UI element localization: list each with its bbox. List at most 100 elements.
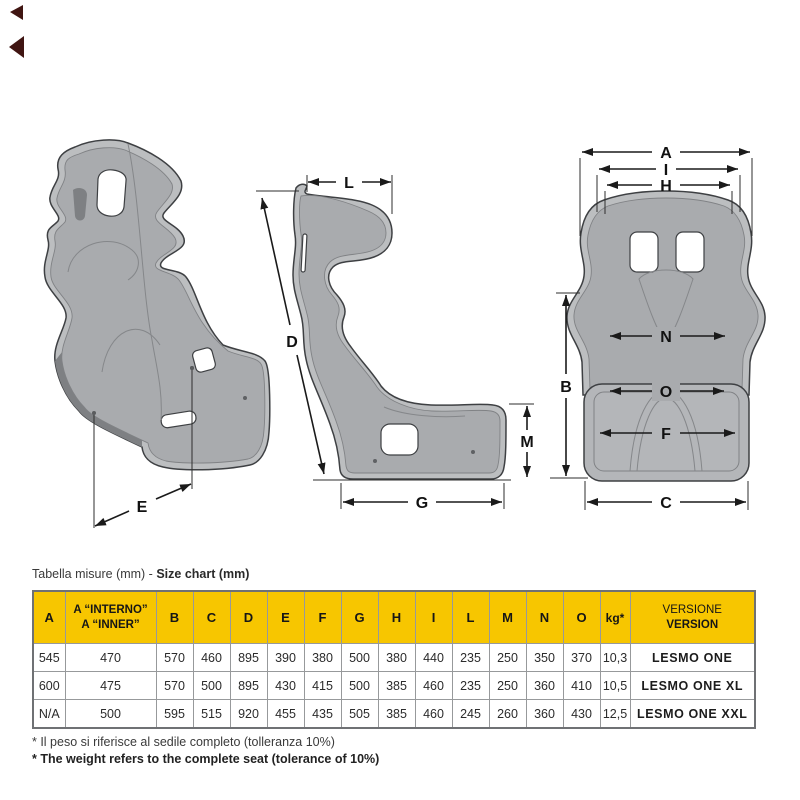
dimension-h: H <box>604 178 733 214</box>
table-cell: 410 <box>562 671 601 700</box>
dimension-label-m: M <box>520 434 533 451</box>
table-cell: 235 <box>451 643 490 672</box>
dimension-b: B <box>550 292 588 479</box>
col-header-l: L <box>451 590 490 644</box>
table-cell: 895 <box>229 643 268 672</box>
dimension-g: G <box>313 479 511 512</box>
col-header-c: C <box>192 590 231 644</box>
table-cell: 415 <box>303 671 342 700</box>
dimension-c: C <box>584 481 749 512</box>
col-header-m: M <box>488 590 527 644</box>
table-cell: 380 <box>303 643 342 672</box>
table-header: A A “INTERNO” A “INNER” B C D E F G H I … <box>32 590 756 644</box>
caption-english: Size chart (mm) <box>156 567 250 581</box>
footnote-italian: * Il peso si riferisce al sedile complet… <box>32 735 335 749</box>
dimension-label-g: G <box>416 495 428 512</box>
dimension-f: F <box>600 424 735 443</box>
table-cell: 505 <box>340 699 379 729</box>
back-arrow-icon <box>9 36 24 58</box>
dimension-label-h: H <box>660 178 672 195</box>
footnotes: * Il peso si riferisce al sedile complet… <box>32 734 379 767</box>
dimension-e: E <box>92 366 194 528</box>
size-chart-table: A A “INTERNO” A “INNER” B C D E F G H I … <box>32 590 756 729</box>
dimension-label-c: C <box>660 495 672 512</box>
table-cell: 440 <box>414 643 453 672</box>
table-cell: 370 <box>562 643 601 672</box>
col-header-o: O <box>562 590 601 644</box>
table-cell: 500 <box>192 671 231 700</box>
table-cell: 570 <box>155 671 194 700</box>
dimension-label-o: O <box>660 384 672 401</box>
dimension-n: N <box>610 327 725 346</box>
table-cell: 435 <box>303 699 342 729</box>
harness-hole-left <box>629 231 659 273</box>
caption-italian: Tabella misure (mm) - <box>32 567 157 581</box>
dimension-l: L <box>306 175 393 214</box>
seat-pan-hole <box>380 423 419 456</box>
table-row-lesmo-one-xxl: N/A 500 595 515 920 455 435 505 385 460 … <box>32 699 756 729</box>
seat-front-three-quarter-view <box>43 139 271 471</box>
seat-belt-slot <box>160 410 197 429</box>
table-cell: 500 <box>340 671 379 700</box>
col-header-version: VERSIONE VERSION <box>629 590 756 644</box>
col-header-g: G <box>340 590 379 644</box>
table-cell: 235 <box>451 671 490 700</box>
header-row: A A “INTERNO” A “INNER” B C D E F G H I … <box>32 590 756 644</box>
table-cell: 380 <box>377 643 416 672</box>
table-cell: 250 <box>488 671 527 700</box>
table-cell: 385 <box>377 671 416 700</box>
table-cell: 260 <box>488 699 527 729</box>
version-cell: LESMO ONE XL <box>629 671 756 700</box>
col-header-n: N <box>525 590 564 644</box>
harness-hole-right <box>675 231 705 273</box>
table-cell: 500 <box>340 643 379 672</box>
dimension-a: A <box>579 145 753 236</box>
table-cell: 920 <box>229 699 268 729</box>
col-header-kg: kg* <box>599 590 631 644</box>
dimension-label-e: E <box>137 499 148 516</box>
dimension-label-l: L <box>344 175 354 192</box>
table-cell: 360 <box>525 671 564 700</box>
table-cell: 570 <box>155 643 194 672</box>
col-header-h: H <box>377 590 416 644</box>
backrest-slot <box>300 233 308 273</box>
version-cell: LESMO ONE <box>629 643 756 672</box>
dimension-label-n: N <box>660 329 672 346</box>
side-harness-hole <box>192 347 216 373</box>
table-cell: 10,5 <box>599 671 631 700</box>
table-cell: 350 <box>525 643 564 672</box>
back-arrow-icon <box>10 5 23 20</box>
table-cell: N/A <box>32 699 66 729</box>
table-cell: 595 <box>155 699 194 729</box>
dimension-label-b: B <box>560 379 572 396</box>
dimension-m: M <box>509 403 534 477</box>
table-cell: 500 <box>64 699 157 729</box>
table-cell: 460 <box>192 643 231 672</box>
table-cell: 10,3 <box>599 643 631 672</box>
table-cell: 455 <box>266 699 305 729</box>
col-header-f: F <box>303 590 342 644</box>
col-header-i: I <box>414 590 453 644</box>
table-cell: 460 <box>414 671 453 700</box>
table-cell: 515 <box>192 699 231 729</box>
table-cell: 360 <box>525 699 564 729</box>
table-cell: 895 <box>229 671 268 700</box>
col-header-d: D <box>229 590 268 644</box>
footnote-english: * The weight refers to the complete seat… <box>32 751 380 766</box>
col-header-a-inner: A “INTERNO” A “INNER” <box>64 590 157 644</box>
col-header-a: A <box>32 590 66 644</box>
corner-back-arrow-icons <box>9 5 24 58</box>
dimension-o: O <box>610 382 724 401</box>
col-header-e: E <box>266 590 305 644</box>
table-cell: 390 <box>266 643 305 672</box>
dimension-i: I <box>596 162 741 212</box>
col-header-b: B <box>155 590 194 644</box>
table-cell: 545 <box>32 643 66 672</box>
table-caption: Tabella misure (mm) - Size chart (mm) <box>32 567 249 581</box>
table-cell: 12,5 <box>599 699 631 729</box>
table-cell: 430 <box>562 699 601 729</box>
seat-dimension-diagram: E L D M G <box>43 139 766 528</box>
seat-side-view <box>292 183 507 480</box>
table-cell: 430 <box>266 671 305 700</box>
version-cell: LESMO ONE XXL <box>629 699 756 729</box>
